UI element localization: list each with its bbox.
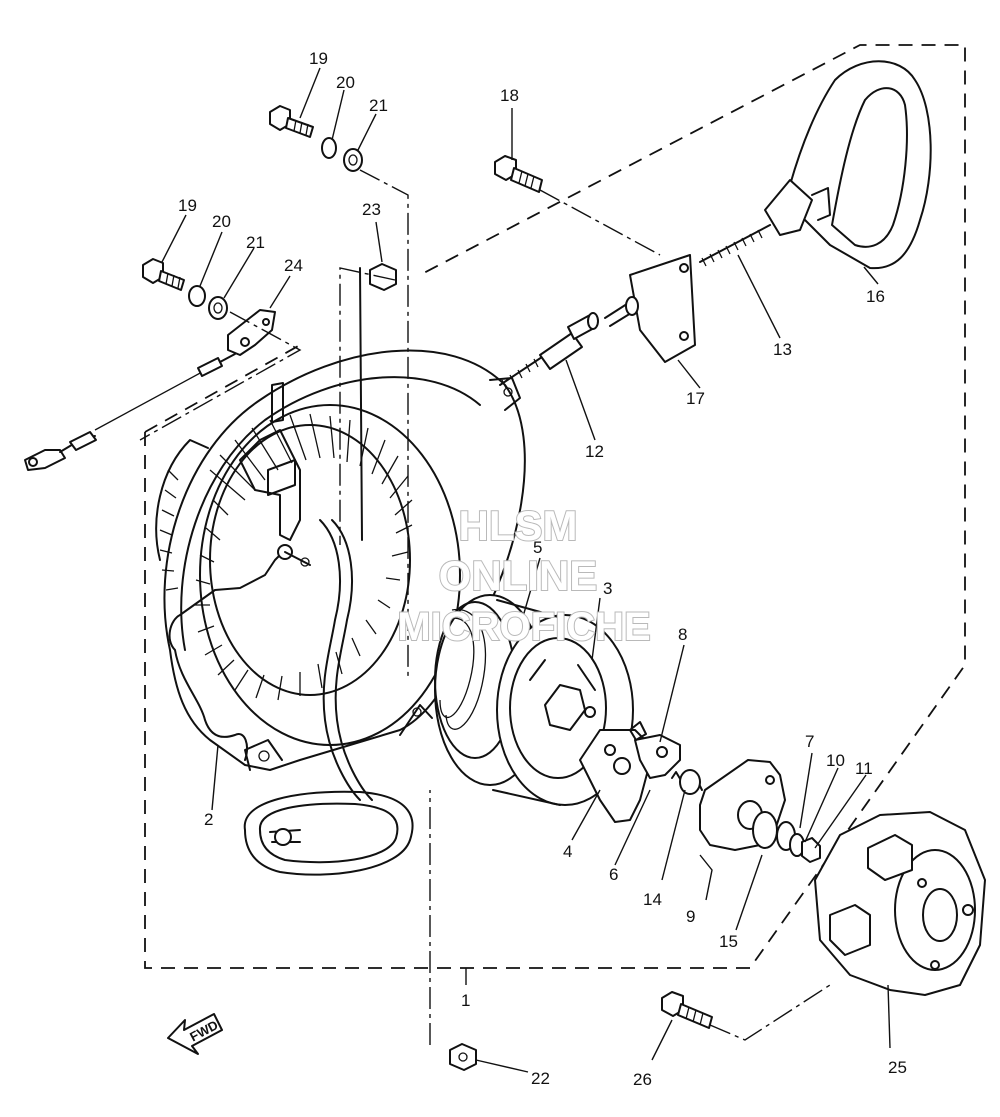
watermark: HLSM ONLINE MICROFICHE	[396, 501, 651, 650]
return-spring	[671, 769, 703, 795]
callout-3: 3	[603, 579, 612, 598]
callout-19a: 19	[309, 49, 328, 68]
starter-handle	[764, 60, 932, 270]
bracket-boundary	[144, 344, 301, 433]
callout-11: 11	[855, 759, 873, 778]
cable	[499, 312, 599, 389]
rope-guide	[604, 254, 696, 363]
callout-25: 25	[888, 1058, 907, 1077]
callout-23: 23	[362, 200, 381, 219]
watermark-line-1: HLSM	[459, 502, 578, 549]
bolt-19-lower	[142, 258, 185, 291]
alignment-lines	[139, 169, 831, 1045]
nut-23-bolt	[359, 267, 363, 541]
callout-18: 18	[500, 86, 519, 105]
callout-1: 1	[461, 991, 470, 1010]
callout-20b: 20	[212, 212, 231, 231]
callout-15: 15	[719, 932, 738, 951]
drive-plate	[579, 721, 681, 823]
callout-13: 13	[773, 340, 792, 359]
callout-9: 9	[686, 907, 695, 926]
callout-5: 5	[533, 538, 542, 557]
nut-11	[801, 837, 821, 863]
bolt-18	[494, 155, 543, 193]
cover-bracket-tab	[267, 459, 296, 496]
callout-19b: 19	[178, 196, 197, 215]
callout-21b: 21	[246, 233, 265, 252]
leader-lines	[161, 67, 891, 1073]
callout-2: 2	[204, 810, 213, 829]
starter-pulley	[814, 811, 986, 996]
callout-6: 6	[609, 865, 618, 884]
callout-26: 26	[633, 1070, 652, 1089]
washer-15	[752, 811, 778, 849]
cover-seal	[168, 549, 286, 761]
washer-20-upper	[321, 137, 337, 159]
assembly-boundary	[144, 44, 966, 969]
throttle-wire	[24, 309, 276, 471]
callout-12: 12	[585, 442, 604, 461]
fan-fins	[155, 404, 461, 746]
watermark-line-3: MICROFICHE	[397, 605, 650, 649]
callout-20a: 20	[336, 73, 355, 92]
callout-24: 24	[284, 256, 303, 275]
callout-labels: 1 2 3 4 5 6 7 8 9 10 11 12 13 14 15 16 1…	[178, 49, 907, 1089]
callout-21a: 21	[369, 96, 388, 115]
bolt-19-upper	[269, 105, 314, 138]
callout-16: 16	[866, 287, 885, 306]
nut-22	[449, 1043, 477, 1071]
callout-22: 22	[531, 1069, 550, 1088]
watermark-line-2: ONLINE	[439, 552, 598, 599]
callout-4: 4	[563, 842, 572, 861]
washer-21-lower	[208, 296, 228, 320]
callout-14: 14	[643, 890, 662, 909]
starter-rope-hatch	[701, 229, 763, 267]
callout-10: 10	[826, 751, 845, 770]
callout-8: 8	[678, 625, 687, 644]
cover-bracket	[239, 429, 301, 541]
callout-7: 7	[805, 732, 814, 751]
washer-21-upper	[343, 148, 363, 172]
fwd-arrow: FWD	[167, 1013, 223, 1055]
callout-17: 17	[686, 389, 705, 408]
bolt-26	[661, 991, 713, 1029]
starter-rope-coil	[243, 519, 414, 876]
washer-20-lower	[188, 285, 206, 307]
